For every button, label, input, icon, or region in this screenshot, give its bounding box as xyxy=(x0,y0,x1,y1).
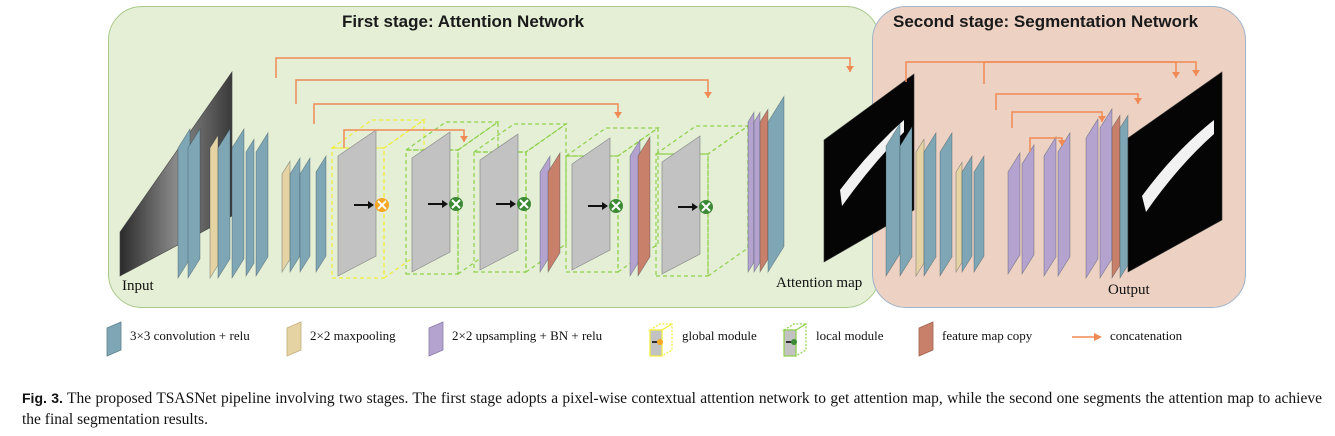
stage1-layer xyxy=(255,131,269,278)
stage1-layer xyxy=(209,133,219,280)
concat-arrow xyxy=(983,61,1180,84)
caption-prefix: Fig. 3. xyxy=(22,390,63,406)
legend-upsample-label: 2×2 upsampling + BN + relu xyxy=(452,328,603,343)
concat-arrow xyxy=(905,61,1200,82)
stage2-layer xyxy=(923,131,937,278)
stage2-layer xyxy=(1085,117,1099,280)
concat-arrow xyxy=(1029,137,1066,152)
local-module-2 xyxy=(472,122,568,274)
global-module-icon xyxy=(647,322,675,358)
stage2-layer xyxy=(915,137,925,278)
stage2-layer xyxy=(1007,151,1021,276)
local-module-4 xyxy=(654,124,750,278)
legend-conv: 3×3 convolution + relu xyxy=(106,320,286,358)
concat-arrow xyxy=(275,57,854,78)
input-label: Input xyxy=(122,278,154,294)
local-module-icon xyxy=(781,322,809,358)
concat-arrow xyxy=(1011,111,1106,128)
legend-local: local module xyxy=(780,320,910,358)
legend-copy-label: feature map copy xyxy=(942,328,1033,343)
second-stage-title: Second stage: Segmentation Network xyxy=(893,12,1199,31)
legend-concat: concatenation xyxy=(1070,320,1210,358)
pool-swatch-icon xyxy=(286,321,302,357)
upsample-layer xyxy=(747,111,755,274)
caption-text: The proposed TSASNet pipeline involving … xyxy=(22,390,1322,428)
upsample-layer xyxy=(539,154,551,274)
upsample-layer xyxy=(753,111,761,274)
upsample-layer xyxy=(629,138,641,278)
stage1-layer xyxy=(299,156,311,274)
conv-layer xyxy=(767,95,785,274)
legend-pool-label: 2×2 maxpooling xyxy=(310,328,396,343)
concat-arrow xyxy=(995,93,1142,110)
concat-arrow-icon xyxy=(1072,333,1102,341)
stage2-layer xyxy=(899,125,913,278)
stage1-layer xyxy=(217,127,231,280)
copy-swatch-icon xyxy=(918,321,934,357)
stage2-layer xyxy=(1111,113,1121,280)
stage2-layer xyxy=(955,161,963,274)
stage2-layer xyxy=(961,154,973,274)
concat-arrow xyxy=(343,129,468,148)
stage1-layer xyxy=(177,127,191,280)
concat-arrow xyxy=(295,79,712,104)
stage2-layer xyxy=(1057,131,1071,278)
first-stage-title: First stage: Attention Network xyxy=(342,12,585,31)
local-module-3 xyxy=(564,126,660,274)
attention-map-label: Attention map xyxy=(776,275,863,291)
upsample-swatch-icon xyxy=(428,321,444,357)
stage2-layer xyxy=(1021,143,1035,276)
stage1-layer xyxy=(281,159,291,274)
stage2-layer xyxy=(939,131,953,278)
stage2-layer xyxy=(1043,135,1057,278)
legend-pool: 2×2 maxpooling xyxy=(286,320,426,358)
legend-conv-label: 3×3 convolution + relu xyxy=(130,328,250,343)
stage2-layer xyxy=(973,154,985,274)
stage1-layer xyxy=(315,154,327,274)
legend-global: global module xyxy=(646,320,776,358)
output-label: Output xyxy=(1108,282,1150,298)
stage2-layer xyxy=(1099,107,1113,280)
legend-upsample: 2×2 upsampling + BN + relu xyxy=(428,320,638,358)
teeth-shape xyxy=(1142,120,1214,212)
copy-layer xyxy=(759,107,769,274)
legend-copy: feature map copy xyxy=(918,320,1068,358)
stage1-layer xyxy=(187,127,201,280)
legend-global-label: global module xyxy=(682,328,757,343)
teeth-shape xyxy=(840,120,904,206)
global-module xyxy=(330,118,426,280)
copy-layer xyxy=(637,135,651,278)
stage1-layer xyxy=(289,156,301,274)
copy-layer xyxy=(547,151,561,274)
figure-caption: Fig. 3. The proposed TSASNet pipeline in… xyxy=(22,388,1322,430)
stage2-layer xyxy=(885,122,901,278)
stage1-layer xyxy=(231,127,245,280)
legend-concat-label: concatenation xyxy=(1110,328,1183,343)
stage1-layer xyxy=(245,137,255,278)
local-module-1 xyxy=(404,120,500,276)
legend-local-label: local module xyxy=(816,328,884,343)
stage2-layer xyxy=(1119,113,1129,280)
conv-swatch-icon xyxy=(106,321,122,357)
concat-arrow xyxy=(313,103,622,124)
